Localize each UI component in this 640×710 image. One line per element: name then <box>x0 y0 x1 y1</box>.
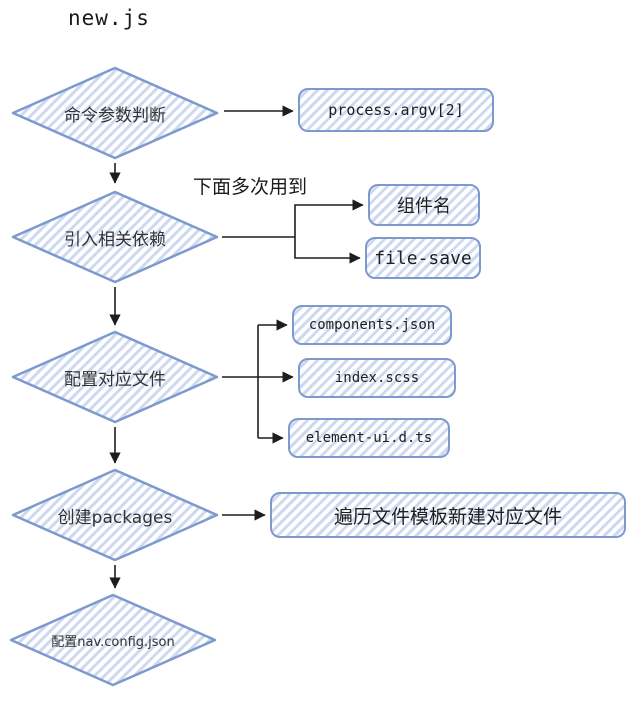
components-json-box: components.json <box>292 305 452 345</box>
file-save-box: file-save <box>365 237 481 279</box>
diamond-shape <box>9 593 217 687</box>
decision-config-node: 配置对应文件 <box>10 329 220 425</box>
reuse-note-label: 下面多次用到 <box>193 176 308 198</box>
component-name-box: 组件名 <box>368 184 480 226</box>
decision-args-node: 命令参数判断 <box>10 65 220 161</box>
decision-args-label: 命令参数判断 <box>64 105 166 126</box>
decision-packages-label: 创建packages <box>57 507 173 528</box>
decision-deps-node: 引入相关依赖 <box>10 189 220 285</box>
traverse-templates-box: 遍历文件模板新建对应文件 <box>270 492 626 538</box>
arrow-deps-to-component-name <box>294 199 364 237</box>
diamond-shape <box>11 468 219 562</box>
diamond-shape <box>11 66 219 160</box>
diagram-title: new.js <box>68 6 150 30</box>
arrow-deps-to-file-save <box>294 237 361 264</box>
process-argv-box: process.argv[2] <box>298 88 494 132</box>
element-ui-box: element-ui.d.ts <box>288 418 450 458</box>
decision-config-label: 配置对应文件 <box>64 369 166 390</box>
decision-nav-node: 配置nav.config.json <box>8 592 218 688</box>
decision-nav-label: 配置nav.config.json <box>51 634 175 650</box>
index-scss-box: index.scss <box>298 358 456 398</box>
decision-deps-label: 引入相关依赖 <box>64 229 166 250</box>
diamond-shape <box>11 190 219 284</box>
diamond-shape <box>11 330 219 424</box>
decision-packages-node: 创建packages <box>10 467 220 563</box>
